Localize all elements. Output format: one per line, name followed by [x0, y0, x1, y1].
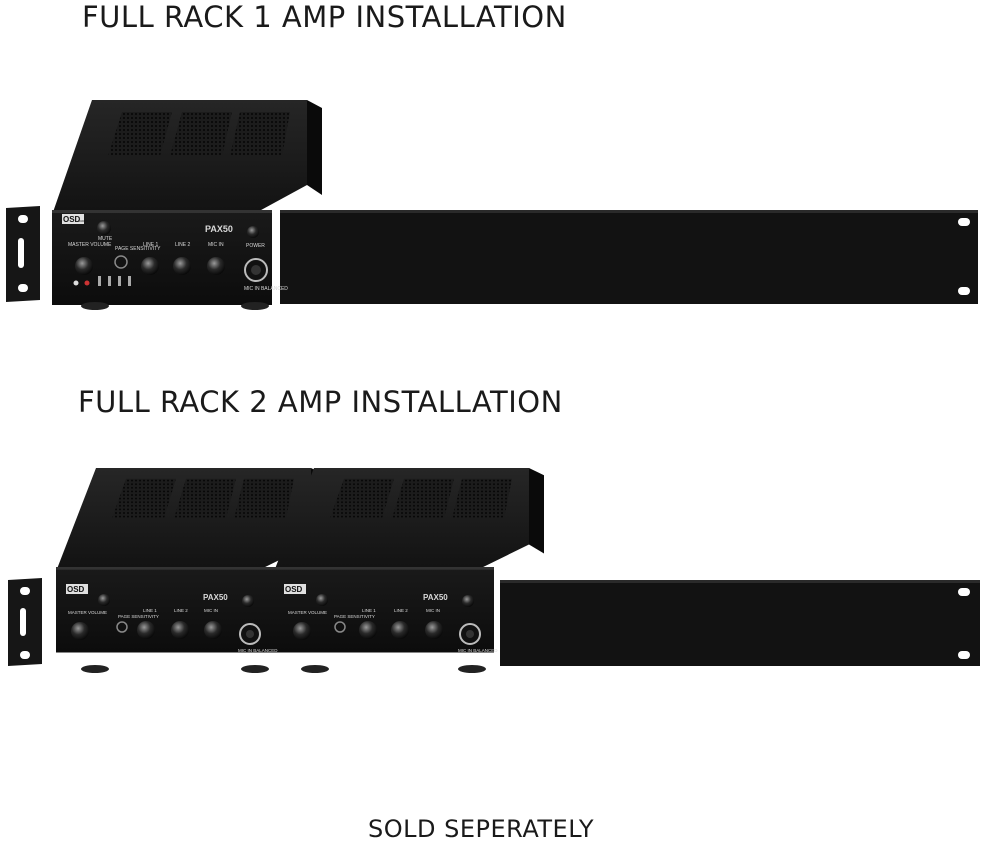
brand-logo-1: OSD: [63, 215, 81, 224]
svg-text:MIC IN BALANCED: MIC IN BALANCED: [238, 648, 278, 653]
svg-text:PAX50: PAX50: [423, 593, 448, 602]
rack-two-amp: [8, 468, 980, 673]
heading-one-amp: FULL RACK 1 AMP INSTALLATION: [82, 0, 567, 34]
svg-text:OSD: OSD: [285, 585, 303, 594]
svg-text:MIC IN BALANCED: MIC IN BALANCED: [244, 286, 288, 292]
svg-text:PAX50: PAX50: [203, 593, 228, 602]
svg-text:LINE 1: LINE 1: [143, 242, 159, 248]
svg-text:MIC IN: MIC IN: [426, 608, 440, 613]
svg-text:MIC IN: MIC IN: [208, 242, 224, 248]
svg-text:LINE 2: LINE 2: [394, 608, 408, 613]
svg-text:MIC IN: MIC IN: [204, 608, 218, 613]
heading-two-amp: FULL RACK 2 AMP INSTALLATION: [78, 385, 563, 419]
rack-one-amp: [6, 100, 978, 310]
svg-text:MASTER VOLUME: MASTER VOLUME: [68, 242, 112, 248]
svg-text:MUTE: MUTE: [98, 236, 113, 242]
svg-text:LINE 1: LINE 1: [143, 608, 157, 613]
svg-text:MASTER VOLUME: MASTER VOLUME: [288, 610, 327, 615]
footer-sold-separately: SOLD SEPERATELY: [368, 815, 595, 843]
svg-text:LINE 2: LINE 2: [174, 608, 188, 613]
svg-text:PAGE SENSITIVITY: PAGE SENSITIVITY: [118, 614, 159, 619]
svg-text:PAGE SENSITIVITY: PAGE SENSITIVITY: [115, 246, 161, 252]
knob-master-volume-1: [75, 257, 93, 275]
svg-text:OSD: OSD: [67, 585, 85, 594]
svg-text:LINE 2: LINE 2: [175, 242, 191, 248]
svg-text:POWER: POWER: [246, 243, 265, 249]
svg-text:AUDIO: AUDIO: [78, 219, 88, 223]
svg-text:PAGE SENSITIVITY: PAGE SENSITIVITY: [334, 614, 375, 619]
svg-text:LINE 1: LINE 1: [362, 608, 376, 613]
svg-text:MASTER VOLUME: MASTER VOLUME: [68, 610, 107, 615]
svg-text:PAX50: PAX50: [205, 224, 233, 234]
svg-text:MIC IN BALANCED: MIC IN BALANCED: [458, 648, 498, 653]
